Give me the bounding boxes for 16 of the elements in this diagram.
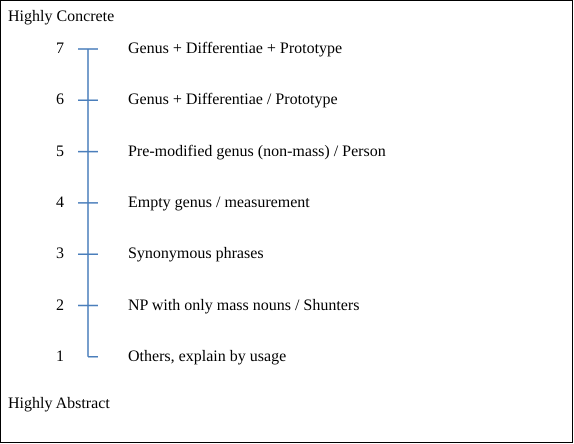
scale-number: 4 [55,194,65,212]
scale-bottom-label: Highly Abstract [8,395,110,413]
scale-level-label: Empty genus / measurement [128,194,310,212]
scale-number: 1 [55,348,65,366]
scale-number: 2 [55,296,65,314]
scale-number: 7 [55,40,65,58]
scale-level-label: Synonymous phrases [128,245,264,264]
scale-level-label: NP with only mass nouns / Shunters [128,296,360,314]
scale-top-label: Highly Concrete [8,8,114,26]
scale-number: 6 [55,91,65,110]
scale-level-label: Pre-modified genus (non-mass) / Person [128,142,386,161]
scale-level-label: Genus + Differentiae / Prototype [128,91,338,110]
scale-level-label: Genus + Differentiae + Prototype [128,40,342,58]
scale-number: 5 [55,142,65,161]
scale-level-label: Others, explain by usage [128,348,286,366]
scale-number: 3 [55,245,65,264]
